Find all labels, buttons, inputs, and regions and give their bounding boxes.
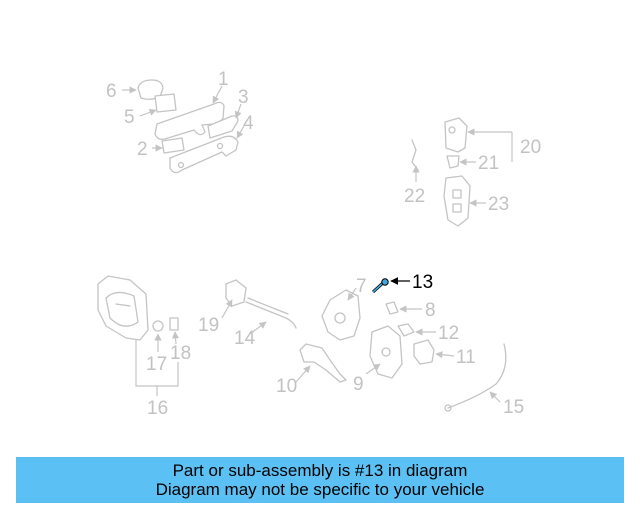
latch-upper-group (411, 117, 471, 227)
callout-22: 22 (404, 186, 425, 207)
callout-14: 14 (234, 328, 256, 349)
part-12-bolt (397, 323, 415, 337)
part-11-cover (413, 339, 435, 365)
part-18-cap (169, 317, 179, 331)
part-4-handle-frame (169, 135, 239, 174)
part-13-fastener (371, 278, 389, 294)
callout-7: 7 (356, 276, 367, 297)
part-22-rod (411, 139, 419, 171)
callout-2: 2 (137, 139, 148, 160)
part-10-striker (299, 343, 347, 383)
callout-4: 4 (243, 113, 254, 134)
callout-6: 6 (106, 81, 117, 102)
callout-8: 8 (425, 300, 436, 321)
callout-16: 16 (147, 398, 168, 419)
callout-15: 15 (503, 397, 524, 418)
part-7-lock-actuator (321, 289, 361, 341)
callout-20: 20 (520, 137, 541, 158)
part-17-screw (152, 320, 164, 332)
outside-handle-group (137, 79, 239, 174)
callout-9: 9 (353, 374, 364, 395)
part-6-handle-cap (137, 79, 164, 100)
parts-diagram: 1 2 3 4 5 6 7 8 9 10 11 12 13 14 15 16 1… (97, 69, 541, 419)
part-5-pad (154, 93, 177, 113)
info-banner: Part or sub-assembly is #13 in diagram D… (16, 457, 624, 503)
banner-line-disclaimer: Diagram may not be specific to your vehi… (155, 480, 485, 499)
callout-labels: 1 2 3 4 5 6 7 8 9 10 11 12 13 14 15 16 1… (106, 69, 541, 419)
part-23-lock-cylinder (443, 175, 471, 227)
callout-10: 10 (276, 376, 297, 397)
part-14-rod (245, 301, 297, 329)
part-9-door-latch (369, 325, 403, 379)
part-1-outside-handle (154, 101, 225, 140)
part-2-base-gasket (161, 137, 185, 154)
callout-23: 23 (488, 194, 509, 215)
part-8-bolt (385, 301, 399, 315)
callout-1: 1 (218, 69, 229, 90)
part-20-bracket (444, 117, 468, 153)
part-19-bracket (225, 279, 247, 307)
callout-11: 11 (456, 347, 476, 368)
callout-leaders (122, 85, 513, 403)
callout-21: 21 (478, 153, 499, 174)
part-16-inside-handle (97, 275, 149, 341)
callout-13: 13 (412, 272, 433, 293)
callout-18: 18 (170, 343, 191, 364)
part-15-cable (447, 343, 507, 409)
callout-12: 12 (438, 323, 459, 344)
part-21-clip (446, 155, 460, 169)
banner-line-part: Part or sub-assembly is #13 in diagram (172, 461, 468, 480)
callout-5: 5 (124, 107, 135, 128)
inside-handle-group (97, 275, 179, 341)
callout-19: 19 (198, 315, 219, 336)
callout-3: 3 (238, 87, 249, 108)
callout-17: 17 (146, 354, 167, 375)
